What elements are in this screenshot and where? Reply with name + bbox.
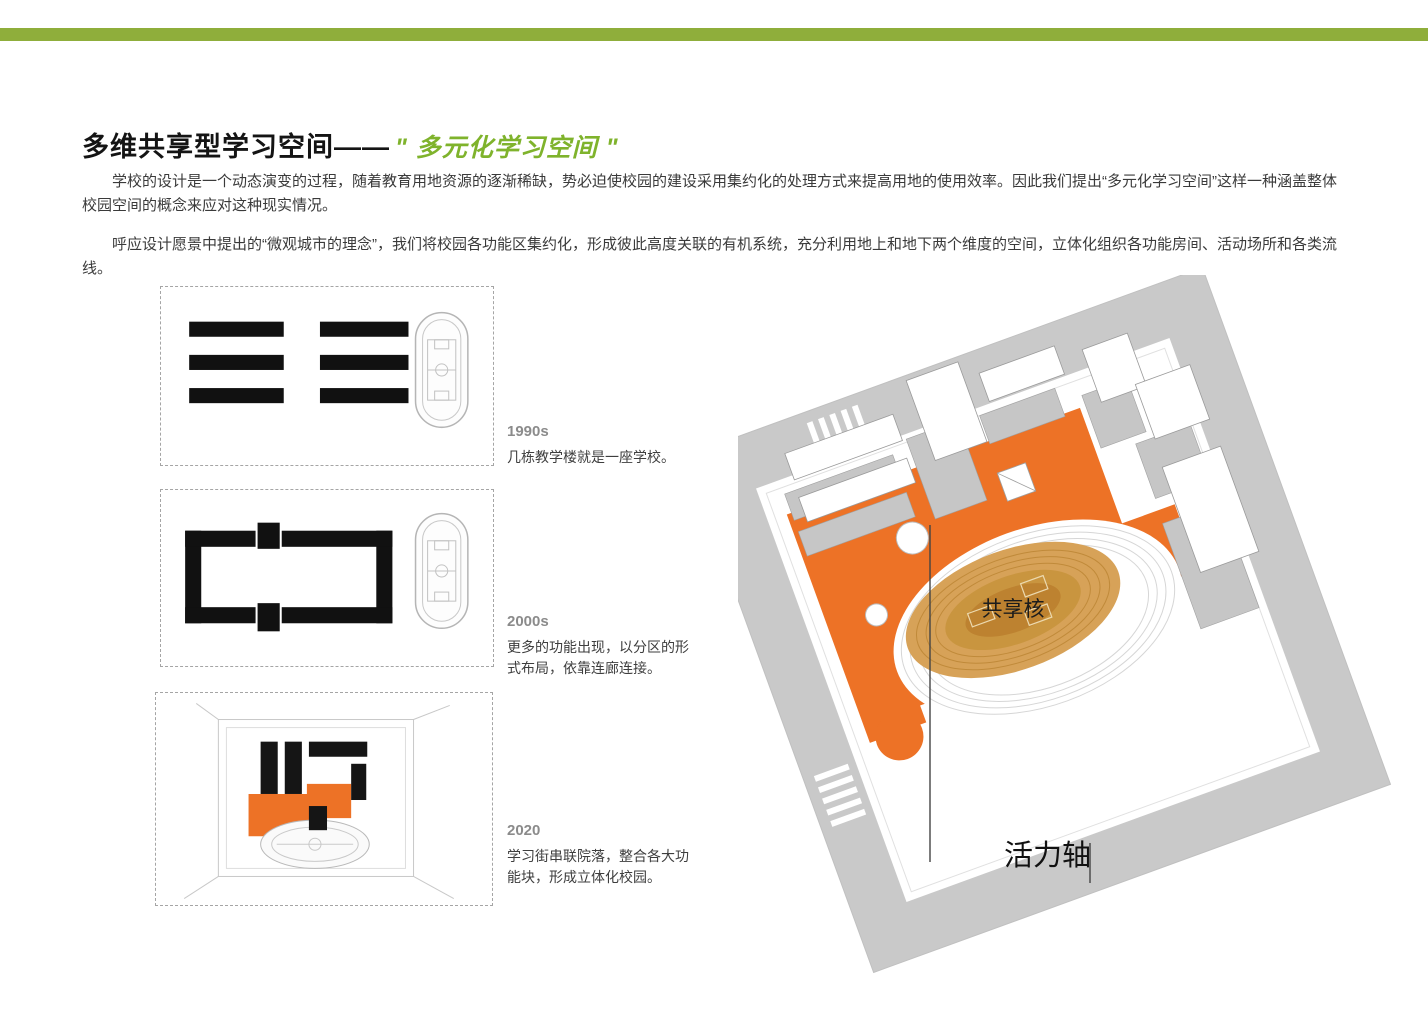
timeline-caption-2020: 2020 学习街串联院落，整合各大功 能块，形成立体化校园。 — [507, 822, 739, 888]
building-side — [797, 491, 916, 557]
timeline-caption-2000s: 2000s 更多的功能出现，以分区的形 式布局，依靠连廊连接。 — [507, 613, 739, 679]
building-roof — [798, 457, 917, 523]
page-title-main: 多维共享型学习空间—— — [82, 132, 390, 163]
court-marking — [966, 604, 996, 628]
campus-buildings — [784, 332, 1260, 630]
shared-core-label: 共享核 — [982, 598, 1045, 621]
building-roof — [905, 361, 988, 462]
mini-learning-street-deck — [248, 783, 352, 837]
timeline-year: 1990s — [507, 423, 549, 440]
site-plan-rotated — [738, 275, 1392, 974]
ring-south-wing — [185, 607, 256, 624]
diagram-2020-box — [155, 692, 493, 906]
deck-pavilion — [996, 462, 1037, 502]
intro-paragraph-2: 呼应设计愿景中提出的“微观城市的理念”，我们将校园各功能区集约化，形成彼此高度关… — [82, 235, 1337, 277]
mini-building — [308, 806, 328, 831]
tree-circle — [865, 603, 889, 627]
building-bar — [319, 321, 409, 337]
timeline-year: 2000s — [507, 613, 549, 630]
diagram-2020-plan — [183, 703, 455, 900]
mini-building — [308, 741, 368, 757]
timeline-description: 几栋教学楼就是一座学校。 — [507, 449, 675, 465]
mini-building — [260, 741, 278, 794]
mini-building — [351, 763, 367, 801]
deck-tab — [875, 712, 924, 761]
running-track — [905, 541, 1121, 679]
diagram-1990s-box — [160, 286, 494, 466]
ring-south-wing — [281, 607, 393, 624]
timeline-caption-1990s: 1990s 几栋教学楼就是一座学校。 — [507, 423, 739, 468]
top-accent-bar — [0, 28, 1428, 41]
building-roof — [978, 345, 1066, 402]
field-center — [965, 583, 1061, 637]
crosswalk-west — [813, 763, 867, 827]
court-marking — [1023, 603, 1053, 627]
stadium-icon — [414, 311, 469, 429]
road-outer-edge — [738, 275, 1392, 974]
intro-text: 学校的设计是一个动态演变的过程，随着教育用地资源的逐渐稀缺，势必迫使校园的建设采… — [82, 170, 1344, 295]
intro-paragraph-1: 学校的设计是一个动态演变的过程，随着教育用地资源的逐渐稀缺，势必迫使校园的建设采… — [82, 173, 1337, 215]
diagram-2000s-box — [160, 489, 494, 667]
building-side — [979, 387, 1066, 445]
vitality-axis-label: 活力轴 — [1004, 839, 1091, 872]
building-roof — [1081, 332, 1147, 403]
mini-building — [284, 741, 302, 794]
stadium-icon — [414, 512, 469, 630]
site-axonometric: 共享核 活力轴 — [738, 275, 1392, 974]
page-title: 多维共享型学习空间——" 多元化学习空间 " — [82, 125, 619, 164]
court-marking — [1019, 574, 1049, 598]
courtyard-ring — [185, 522, 393, 632]
ring-link-block — [257, 603, 280, 632]
building-roof — [784, 413, 903, 481]
classroom-bars — [189, 321, 409, 404]
mini-buildings — [260, 741, 368, 831]
ring-west-wing — [185, 530, 202, 624]
building-bar — [319, 354, 409, 370]
timeline-year: 2020 — [507, 822, 541, 839]
timeline-description: 学习街串联院落，整合各大功 能块，形成立体化校园。 — [507, 848, 689, 885]
building-roof — [1161, 445, 1260, 574]
ring-link-block — [257, 522, 280, 549]
building-bar — [189, 321, 284, 337]
timeline-description: 更多的功能出现，以分区的形 式布局，依靠连廊连接。 — [507, 639, 689, 676]
building-bar — [189, 354, 284, 370]
ring-east-wing — [376, 530, 393, 624]
building-bar — [319, 388, 409, 404]
building-bar — [189, 388, 284, 404]
courtyard-circle — [895, 521, 929, 555]
page-title-highlight: " 多元化学习空间 " — [395, 134, 619, 163]
ring-north-wing — [281, 530, 393, 547]
building-roof — [1134, 364, 1211, 440]
mini-running-track — [260, 819, 370, 869]
ring-north-wing — [185, 530, 256, 547]
diagram-2000s-plan — [185, 512, 469, 632]
diagram-1990s-plan — [189, 311, 469, 429]
